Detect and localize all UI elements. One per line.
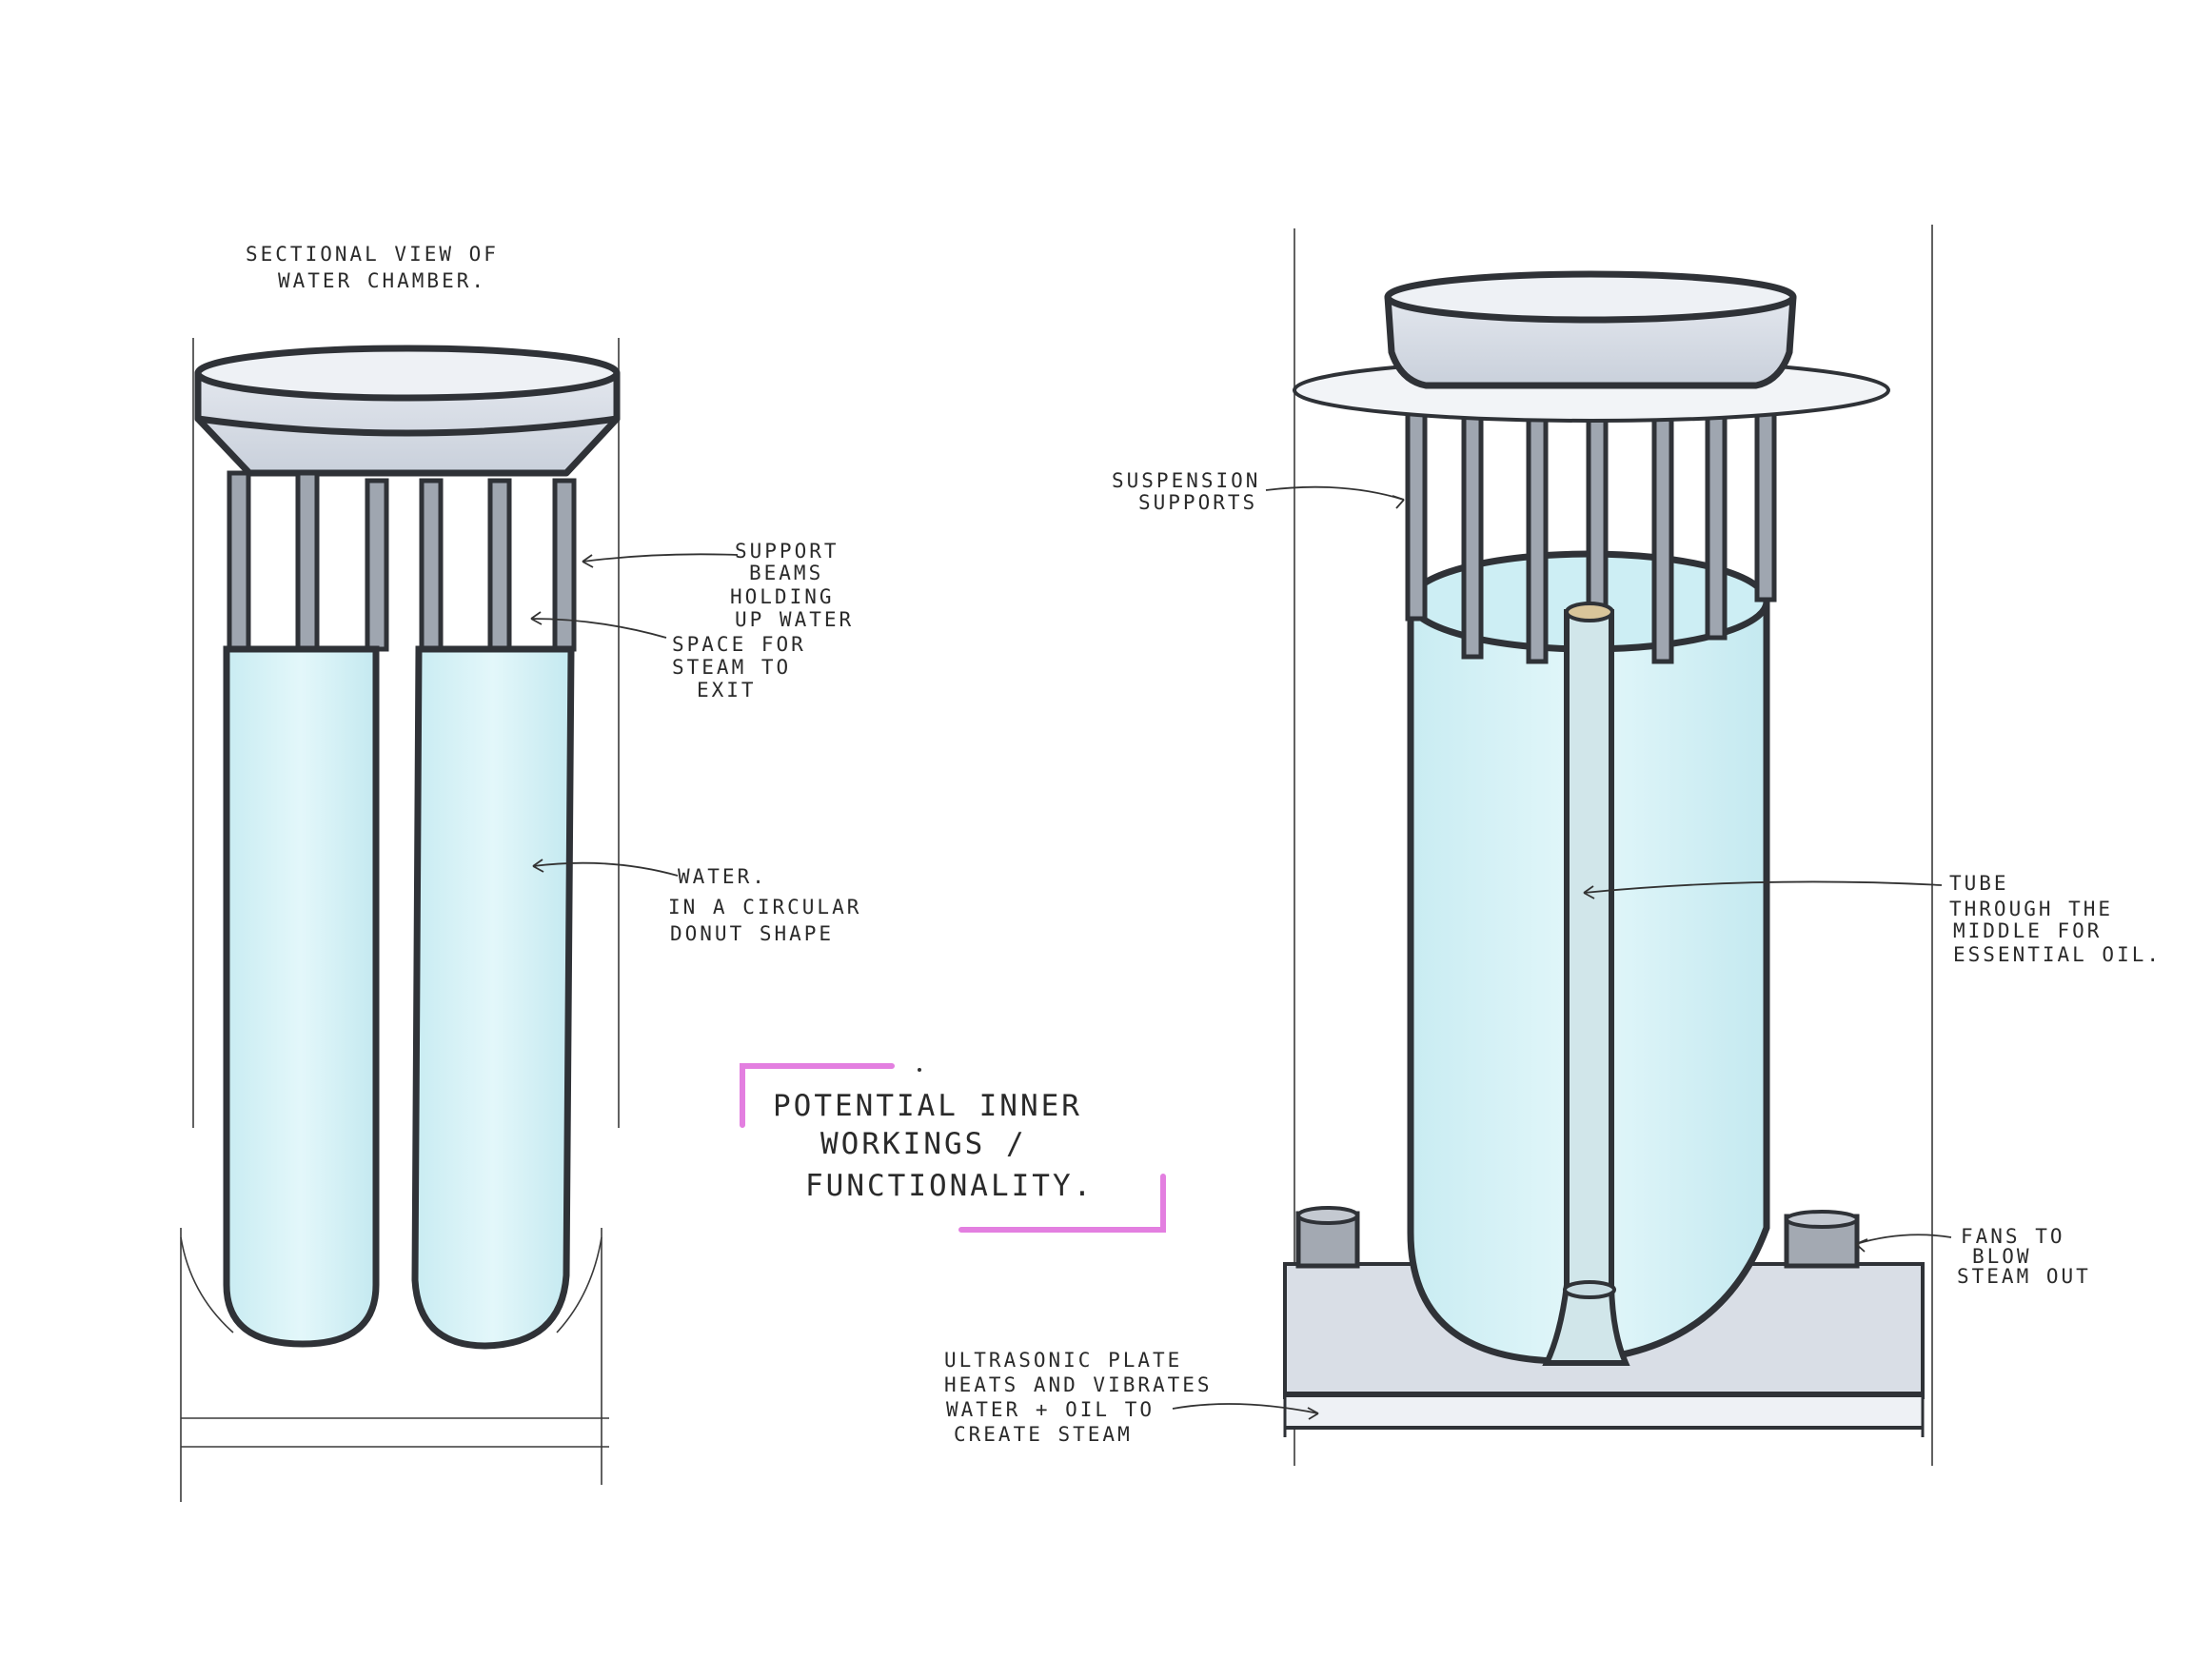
label-water: WATER. IN A CIRCULAR DONUT SHAPE (668, 865, 861, 945)
label-tube-line-1: TUBE (1949, 872, 2009, 895)
left-heading-line-1: SECTIONAL VIEW OF (246, 243, 499, 266)
essential-oil-tube (1542, 602, 1630, 1366)
right-leader-lines (1172, 485, 1952, 1420)
label-steam-space-line-3: EXIT (697, 679, 757, 701)
label-suspension-line-2: SUPPORTS (1138, 491, 1257, 514)
label-support-beams-line-4: UP WATER (735, 608, 854, 631)
label-support-beams-line-1: SUPPORT (735, 540, 839, 563)
label-plate-line-1: ULTRASONIC PLATE (944, 1349, 1182, 1372)
left-water-sections (223, 645, 575, 1350)
label-fans-line-3: STEAM OUT (1957, 1265, 2091, 1288)
label-tube-line-3: MIDDLE FOR (1953, 919, 2102, 942)
label-steam-space-line-1: SPACE FOR (672, 633, 806, 656)
left-leader-lines (530, 553, 739, 877)
label-plate: ULTRASONIC PLATE HEATS AND VIBRATES WATE… (944, 1349, 1213, 1446)
title-line-1: POTENTIAL INNER (773, 1089, 1082, 1123)
label-suspension-line-1: SUSPENSION (1112, 469, 1260, 492)
label-water-line-2: IN A CIRCULAR (668, 896, 861, 918)
left-sectional-view (180, 338, 739, 1502)
right-assembled-view (1172, 225, 1952, 1466)
label-support-beams-line-2: BEAMS (749, 562, 823, 584)
left-heading-line-2: WATER CHAMBER. (278, 269, 486, 292)
left-support-beams (227, 470, 577, 652)
label-tube: TUBE THROUGH THE MIDDLE FOR ESSENTIAL OI… (1949, 872, 2162, 966)
label-water-line-3: DONUT SHAPE (670, 922, 834, 945)
label-tube-line-2: THROUGH THE (1949, 898, 2113, 920)
title-corner-top (740, 1063, 895, 1128)
title-corner-bottom (958, 1174, 1166, 1233)
label-fans-line-2: BLOW (1972, 1245, 2032, 1268)
label-fans: FANS TO BLOW STEAM OUT (1957, 1225, 2091, 1288)
left-lid (194, 345, 621, 477)
left-heading: SECTIONAL VIEW OF WATER CHAMBER. (246, 243, 499, 292)
label-support-beams: SUPPORT BEAMS HOLDING UP WATER (730, 540, 854, 631)
label-support-beams-line-3: HOLDING (730, 585, 835, 608)
title-line-3: FUNCTIONALITY. (805, 1169, 1094, 1203)
fans (1295, 1206, 1860, 1269)
title-block: POTENTIAL INNER WORKINGS / FUNCTIONALITY… (740, 1063, 1166, 1233)
left-construction-lines (180, 338, 620, 1502)
title-line-2: WORKINGS / (820, 1127, 1027, 1161)
label-suspension: SUSPENSION SUPPORTS (1112, 469, 1260, 514)
label-plate-line-4: CREATE STEAM (954, 1423, 1133, 1446)
right-lid (1293, 270, 1890, 423)
label-plate-line-2: HEATS AND VIBRATES (944, 1373, 1213, 1396)
label-tube-line-4: ESSENTIAL OIL. (1953, 943, 2162, 966)
label-plate-line-3: WATER + OIL TO (946, 1398, 1155, 1421)
label-water-line-1: WATER. (678, 865, 767, 888)
label-steam-space-line-2: STEAM TO (672, 656, 791, 679)
label-fans-line-1: FANS TO (1961, 1225, 2065, 1248)
right-construction-lines (1294, 225, 1933, 1466)
label-steam-space: SPACE FOR STEAM TO EXIT (672, 633, 806, 701)
